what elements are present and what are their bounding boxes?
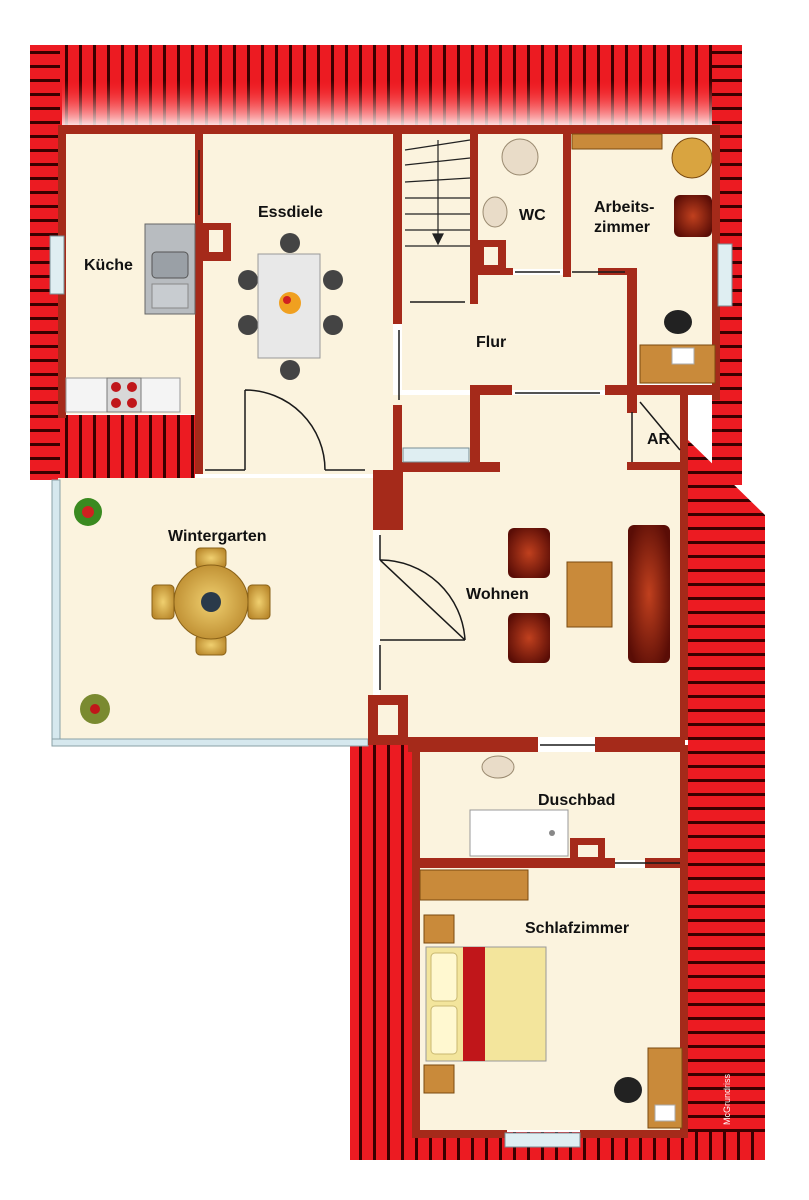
label-arbeitszimmer-1: Arbeits- (594, 199, 654, 216)
living-furniture (508, 525, 670, 663)
bedroom-furniture (419, 869, 683, 1129)
label-wohnen: Wohnen (466, 586, 529, 603)
label-schlafzimmer: Schlafzimmer (525, 920, 629, 937)
dining-table (238, 233, 343, 380)
walls (58, 125, 720, 1138)
label-ar: AR (647, 431, 671, 448)
label-duschbad: Duschbad (538, 792, 615, 809)
doors (198, 150, 681, 864)
label-wintergarten: Wintergarten (168, 528, 267, 545)
roof-right-lower (688, 440, 765, 1160)
label-wc: WC (519, 207, 546, 224)
kitchen-sink (144, 223, 196, 315)
wintergarten-table (151, 547, 271, 656)
label-arbeitszimmer-2: zimmer (594, 219, 650, 236)
staircase (404, 139, 471, 247)
roof-bottom-left (350, 745, 418, 1160)
kitchen-stove (65, 377, 181, 413)
label-essdiele: Essdiele (258, 204, 323, 221)
wc-fixtures (482, 138, 539, 228)
plants (74, 498, 110, 724)
label-kueche: Küche (84, 257, 133, 274)
watermark: McGrundriss (722, 1073, 732, 1125)
roof-kitchen-strip (60, 415, 195, 480)
label-flur: Flur (476, 334, 506, 351)
roof-top (30, 45, 742, 125)
wall-openings (209, 230, 598, 857)
bathroom-fixtures (469, 755, 569, 857)
windows (49, 235, 733, 1148)
office-furniture (571, 133, 716, 384)
